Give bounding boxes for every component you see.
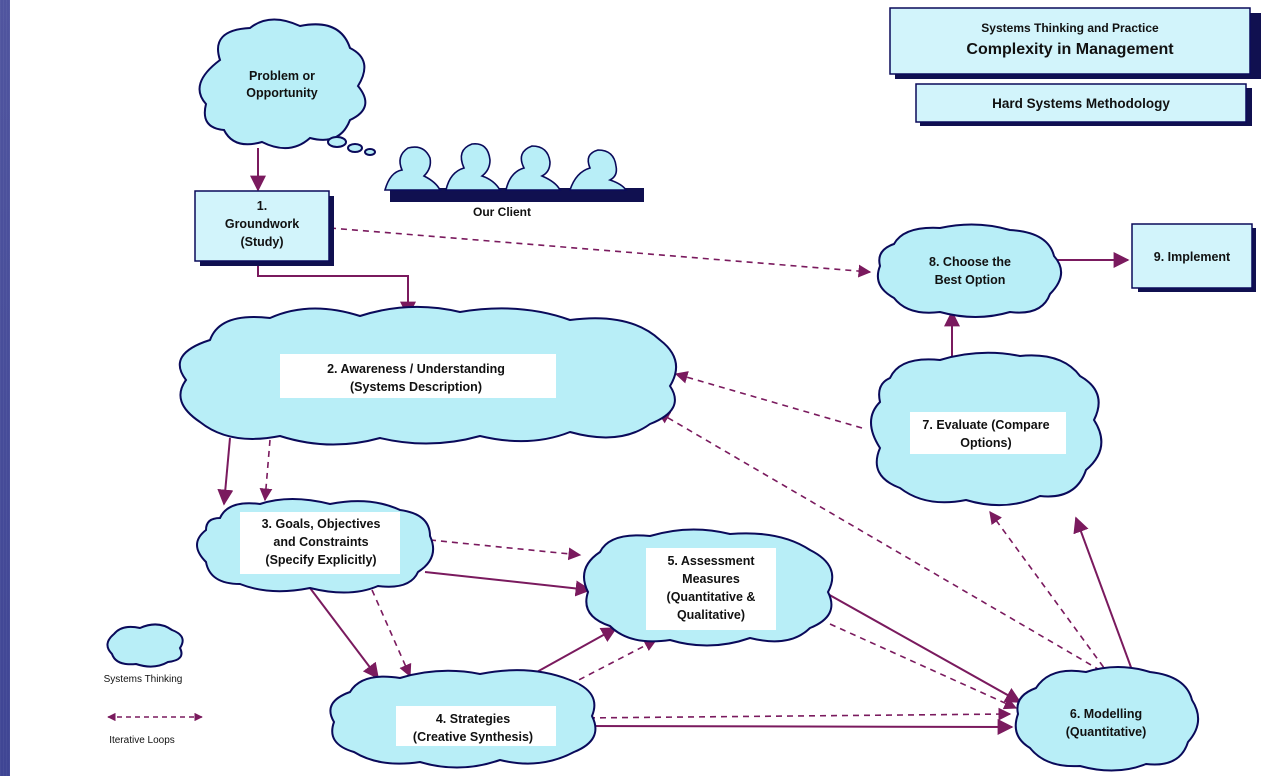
strategies-line2: (Creative Synthesis) (413, 730, 533, 744)
arrow-goals-to-assessment-dashed (429, 539, 582, 561)
assessment-line2: Measures (682, 572, 740, 586)
evaluate-line1: 7. Evaluate (Compare (922, 418, 1049, 432)
title-box: Systems Thinking and Practice Complexity… (889, 7, 1261, 79)
awareness-line2: (Systems Description) (350, 380, 482, 394)
method-box: Hard Systems Methodology (915, 83, 1252, 126)
legend-systems-thinking: Systems Thinking (104, 674, 183, 685)
arrow-groundwork-to-choose-dashed (329, 227, 872, 278)
thought-bubble-2 (347, 143, 363, 153)
assessment-line1: 5. Assessment (667, 554, 755, 568)
goals-line1: 3. Goals, Objectives (262, 517, 381, 531)
awareness-line1: 2. Awareness / Understanding (327, 362, 505, 376)
arrow-modelling-to-evaluate (1073, 516, 1133, 671)
groundwork-line3: (Study) (240, 235, 283, 249)
arrow-groundwork-to-awareness (257, 262, 416, 318)
person-4-icon (568, 149, 628, 191)
diagram-canvas: Systems Thinking and Practice Complexity… (10, 0, 1261, 776)
client-label: Our Client (473, 205, 531, 219)
arrows (217, 148, 1133, 735)
legend: Systems Thinking Iterative Loops (104, 623, 203, 746)
groundwork-line2: Groundwork (225, 217, 299, 231)
thought-bubble-3 (364, 148, 376, 156)
choose-line1: 8. Choose the (929, 255, 1011, 269)
problem-line1: Problem or (249, 69, 315, 83)
problem-line2: Opportunity (246, 86, 318, 100)
arrow-goals-to-strategies-dashed (371, 589, 412, 678)
groundwork-line1: 1. (257, 199, 267, 213)
groundwork-box: 1. Groundwork (Study) (194, 190, 334, 266)
client-silhouettes: Our Client (383, 143, 644, 219)
arrow-strategies-to-modelling-dashed (577, 707, 1012, 721)
modelling-line2: (Quantitative) (1066, 725, 1147, 739)
arrow-awareness-to-goals (217, 437, 234, 506)
arrow-modelling-to-evaluate-dashed (989, 510, 1111, 677)
thought-bubble-1 (327, 136, 347, 148)
assessment-line4: Qualitative) (677, 608, 745, 622)
title-line2: Complexity in Management (966, 41, 1174, 58)
goals-line2: and Constraints (273, 535, 368, 549)
problem-cloud: Problem or Opportunity (198, 18, 376, 156)
evaluate-line2: Options) (960, 436, 1011, 450)
arrow-strategies-to-modelling (581, 718, 1014, 735)
arrow-assessment-to-modelling-dashed (829, 623, 1018, 710)
choose-line2: Best Option (935, 273, 1006, 287)
legend-iterative-loops: Iterative Loops (109, 735, 175, 746)
method-label: Hard Systems Methodology (992, 96, 1170, 111)
implement-box: 9. Implement (1131, 223, 1256, 292)
choose-cloud: 8. Choose the Best Option (876, 223, 1062, 318)
title-line1: Systems Thinking and Practice (981, 21, 1159, 35)
goals-line3: (Specify Explicitly) (265, 553, 376, 567)
arrow-evaluate-to-awareness-dashed (674, 371, 863, 429)
implement-label: 9. Implement (1154, 250, 1231, 264)
arrow-goals-to-strategies (309, 587, 379, 680)
strategies-cloud: 4. Strategies (Creative Synthesis) (329, 669, 597, 769)
goals-cloud: 3. Goals, Objectives and Constraints (Sp… (196, 498, 434, 594)
awareness-cloud: 2. Awareness / Understanding (Systems De… (178, 305, 678, 446)
assessment-cloud: 5. Assessment Measures (Quantitative & Q… (583, 528, 834, 647)
evaluate-cloud: 7. Evaluate (Compare Options) (870, 351, 1103, 507)
person-3-icon (505, 145, 562, 191)
assessment-line3: (Quantitative & (667, 590, 756, 604)
arrow-awareness-to-goals-dashed (259, 439, 273, 502)
modelling-line1: 6. Modelling (1070, 707, 1142, 721)
person-1-icon (383, 146, 442, 191)
hard-systems-diagram: Systems Thinking and Practice Complexity… (104, 7, 1261, 772)
strategies-line1: 4. Strategies (436, 712, 510, 726)
legend-cloud-icon (106, 623, 184, 668)
person-2-icon (445, 143, 502, 191)
arrow-assessment-to-modelling (809, 583, 1022, 703)
arrow-goals-to-assessment (424, 571, 592, 597)
modelling-cloud: 6. Modelling (Quantitative) (1014, 666, 1199, 772)
